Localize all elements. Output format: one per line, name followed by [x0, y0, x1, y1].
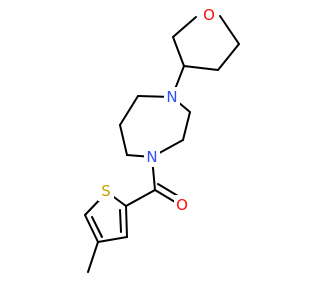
bond: [125, 205, 128, 238]
atom-labels: O N N O S: [98, 5, 217, 215]
atom-symbol: N: [166, 88, 177, 106]
bond: [217, 43, 240, 71]
atom-symbol: S: [101, 182, 111, 200]
bond: [97, 236, 128, 243]
bond: [172, 36, 185, 67]
bond: [125, 189, 156, 207]
thiophene-ring: [84, 191, 128, 243]
bond: [219, 15, 240, 45]
diazepane-nitrogen-top-label: N: [164, 87, 180, 107]
bond: [119, 209, 122, 233]
bond: [183, 65, 219, 71]
tetrahydrofuran-ring: [172, 15, 240, 71]
methyl-bond: [87, 241, 99, 273]
atom-symbol: O: [176, 196, 188, 214]
atom-symbol: N: [146, 148, 157, 166]
thiophene-sulfur-label: S: [98, 181, 114, 201]
bond: [182, 111, 191, 141]
atom-symbol: O: [203, 6, 215, 24]
bond: [91, 216, 103, 238]
bond: [119, 124, 128, 156]
diazepane-nitrogen-bottom-label: N: [144, 147, 160, 167]
carbonyl-oxygen-label: O: [174, 195, 190, 215]
thf-oxygen-label: O: [201, 5, 217, 25]
bond: [172, 16, 197, 38]
bond: [119, 95, 139, 126]
bond: [84, 214, 99, 243]
molecule-structure: O N N O S: [84, 5, 240, 273]
